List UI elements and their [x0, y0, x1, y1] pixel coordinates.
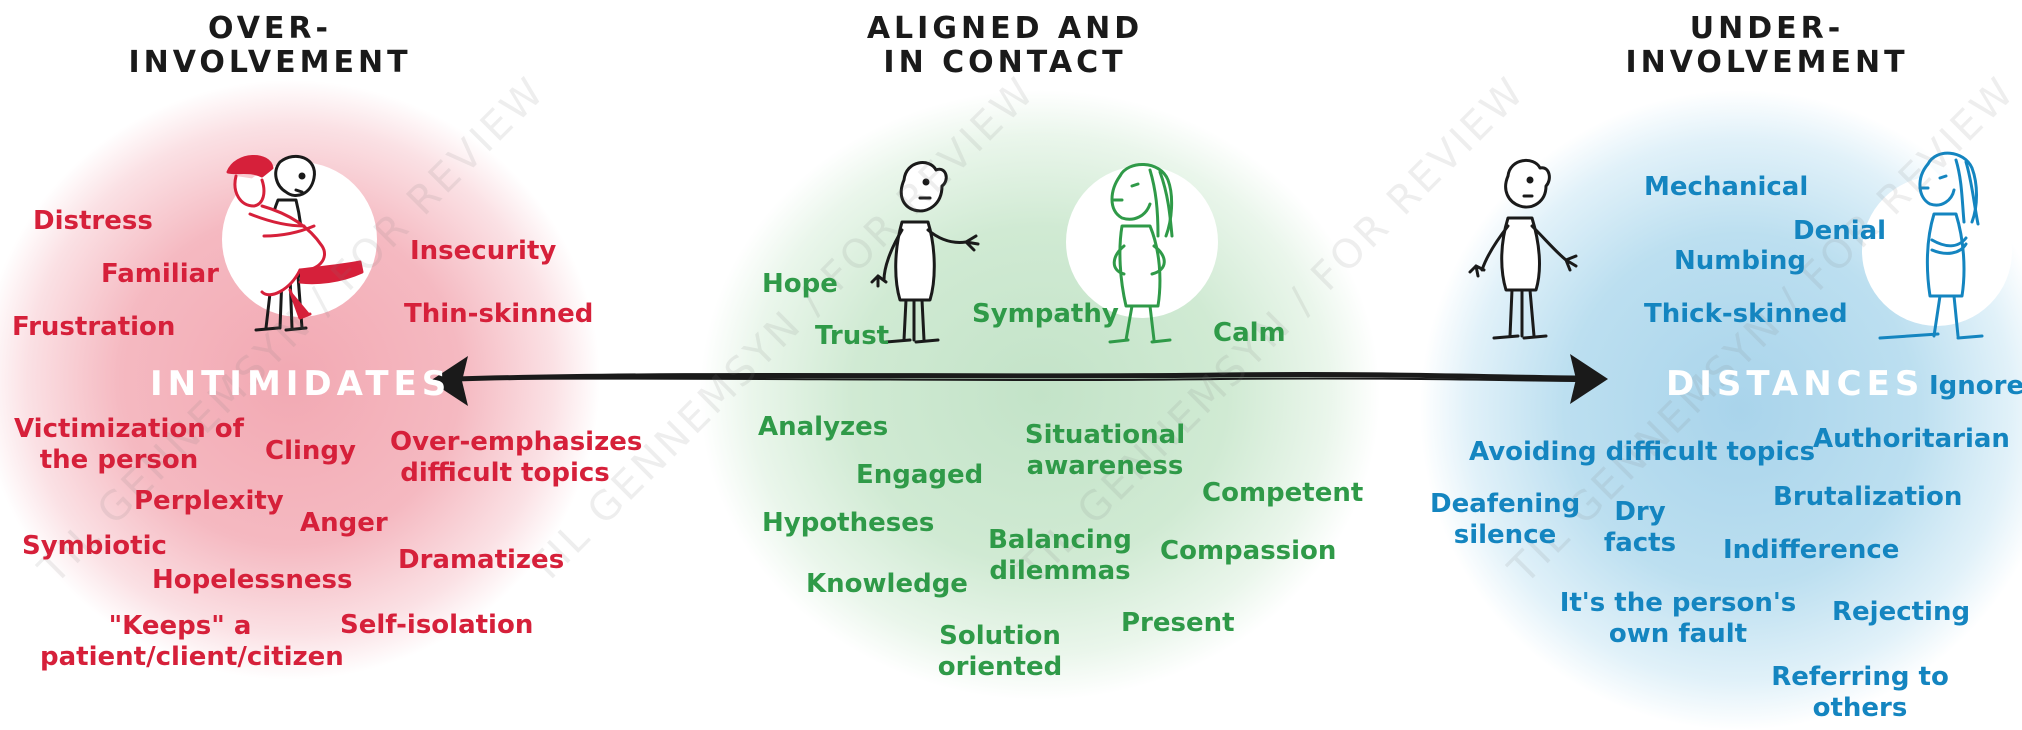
arrowhead-right-icon — [1570, 354, 1608, 404]
over-behavior-perplexity: Perplexity — [134, 486, 284, 516]
over-feeling-frustration: Frustration — [12, 312, 176, 342]
aligned-background — [700, 90, 1380, 700]
over-state-label: INTIMIDATES — [150, 364, 452, 404]
aligned-feeling-sympathy: Sympathy — [972, 299, 1119, 329]
over-heading-line1: OVER- — [208, 11, 332, 46]
aligned-behavior-balancing: Balancing dilemmas — [980, 525, 1140, 587]
victimization-line2: the person — [39, 445, 199, 475]
over-behavior-symbiotic: Symbiotic — [22, 531, 167, 561]
arrowhead-left-icon — [430, 356, 468, 406]
over-feeling-thin-skinned: Thin-skinned — [404, 299, 594, 329]
aligned-feeling-calm: Calm — [1213, 318, 1286, 348]
over-behavior-anger: Anger — [300, 508, 388, 538]
aligned-behavior-analyzes: Analyzes — [758, 412, 889, 442]
under-feeling-denial: Denial — [1793, 216, 1887, 246]
aligned-behavior-knowledge: Knowledge — [806, 569, 968, 599]
over-behavior-clingy: Clingy — [265, 436, 356, 466]
aligned-behavior-hypotheses: Hypotheses — [762, 508, 935, 538]
under-behavior-deafening: Deafening silence — [1430, 489, 1580, 551]
over-heading-line2: INVOLVEMENT — [128, 45, 412, 80]
under-behavior-ignores: Ignores — [1929, 371, 2022, 401]
under-behavior-avoiding: Avoiding difficult topics — [1469, 437, 1816, 467]
under-heading-line1: UNDER- — [1689, 11, 1845, 46]
aligned-behavior-compassion: Compassion — [1160, 536, 1337, 566]
aligned-heading-line2: IN CONTACT — [883, 45, 1127, 80]
under-behavior-referring: Referring to others — [1760, 662, 1960, 724]
aligned-behavior-competent: Competent — [1202, 478, 1364, 508]
referring-line1: Referring to — [1771, 662, 1949, 692]
under-behavior-indifference: Indifference — [1723, 535, 1900, 565]
over-involvement-heading: OVER- INVOLVEMENT — [120, 12, 420, 80]
keeps-line2: patient/client/citizen — [40, 642, 344, 672]
dry-line2: facts — [1603, 528, 1677, 558]
person-listening-icon — [1108, 163, 1174, 344]
person-shrugging-icon — [1468, 159, 1578, 340]
over-feeling-familiar: Familiar — [101, 259, 219, 289]
over-behavior-victimization: Victimization of the person — [14, 414, 244, 476]
aligned-behavior-engaged: Engaged — [856, 460, 984, 490]
clinging-figures-icon — [226, 155, 364, 332]
balancing-line2: dilemmas — [989, 556, 1131, 586]
under-involvement-heading: UNDER- INVOLVEMENT — [1617, 12, 1917, 80]
situational-line1: Situational — [1024, 420, 1186, 450]
under-behavior-rejecting: Rejecting — [1832, 597, 1971, 627]
aligned-feeling-hope: Hope — [762, 269, 838, 299]
victimization-line1: Victimization of — [14, 414, 244, 444]
aligned-behavior-situational: Situational awareness — [1020, 420, 1190, 482]
under-feeling-mechanical: Mechanical — [1644, 172, 1809, 202]
over-behavior-hopelessness: Hopelessness — [152, 565, 353, 595]
under-behavior-authoritarian: Authoritarian — [1813, 424, 2010, 454]
deafening-line2: silence — [1453, 520, 1557, 550]
overemphasizes-line1: Over-emphasizes — [390, 427, 643, 457]
dry-line1: Dry — [1614, 497, 1666, 527]
aligned-heading: ALIGNED AND IN CONTACT — [855, 12, 1155, 80]
referring-line2: others — [1812, 693, 1908, 723]
deafening-line1: Deafening — [1430, 489, 1581, 519]
over-behavior-overemphasizes: Over-emphasizes difficult topics — [390, 427, 643, 489]
over-behavior-selfisolation: Self-isolation — [340, 610, 534, 640]
aligned-behavior-present: Present — [1121, 608, 1235, 638]
own-fault-line1: It's the person's — [1559, 588, 1797, 618]
balancing-line1: Balancing — [988, 525, 1132, 555]
aligned-feeling-trust: Trust — [815, 321, 890, 351]
aligned-behavior-solution: Solution oriented — [920, 621, 1080, 683]
over-behavior-dramatizes: Dramatizes — [398, 545, 565, 575]
solution-line1: Solution — [939, 621, 1061, 651]
aligned-heading-line1: ALIGNED AND — [866, 11, 1144, 46]
person-arms-crossed-icon — [1878, 151, 1984, 340]
under-behavior-dry-facts: Dry facts — [1590, 497, 1690, 559]
over-feeling-insecurity: Insecurity — [410, 236, 557, 266]
over-feeling-distress: Distress — [33, 206, 153, 236]
involvement-arrow — [430, 354, 1608, 406]
person-talking-icon — [870, 161, 980, 344]
situational-line2: awareness — [1026, 451, 1184, 481]
own-fault-line2: own fault — [1608, 619, 1748, 649]
under-feeling-thick-skinned: Thick-skinned — [1644, 299, 1848, 329]
keeps-line1: "Keeps" a — [108, 611, 252, 641]
over-behavior-keeps: "Keeps" a patient/client/citizen — [40, 611, 344, 673]
under-behavior-brutalization: Brutalization — [1773, 482, 1963, 512]
under-heading-line2: INVOLVEMENT — [1625, 45, 1909, 80]
under-behavior-own-fault: It's the person's own fault — [1558, 588, 1798, 650]
under-state-label: DISTANCES — [1666, 364, 1925, 404]
under-feeling-numbing: Numbing — [1674, 246, 1807, 276]
solution-line2: oriented — [937, 652, 1063, 682]
overemphasizes-line2: difficult topics — [400, 458, 610, 488]
